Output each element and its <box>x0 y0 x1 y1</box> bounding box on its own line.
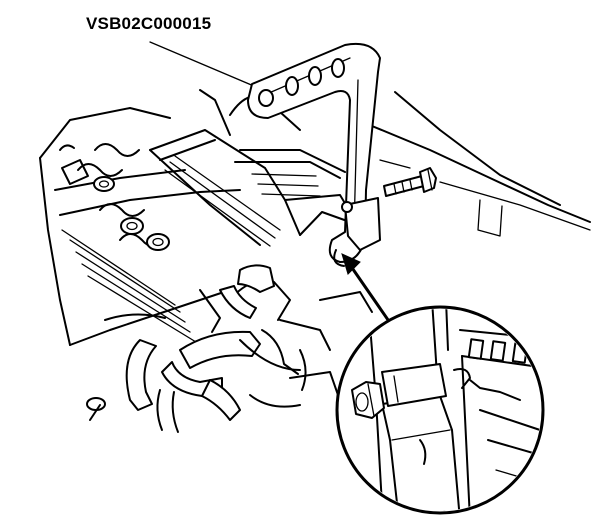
mounting-bolt <box>383 167 437 197</box>
cylinder-head <box>39 107 241 346</box>
hood-edge <box>371 91 591 237</box>
coolant-hoses <box>86 264 373 433</box>
magnified-detail <box>335 305 545 515</box>
detail-pointer-arrow <box>341 253 397 332</box>
hanger-bracket <box>247 42 381 267</box>
leader-line <box>149 41 269 93</box>
intake-manifold <box>149 89 353 247</box>
tool-part-number: VSB02C000015 <box>86 14 212 33</box>
